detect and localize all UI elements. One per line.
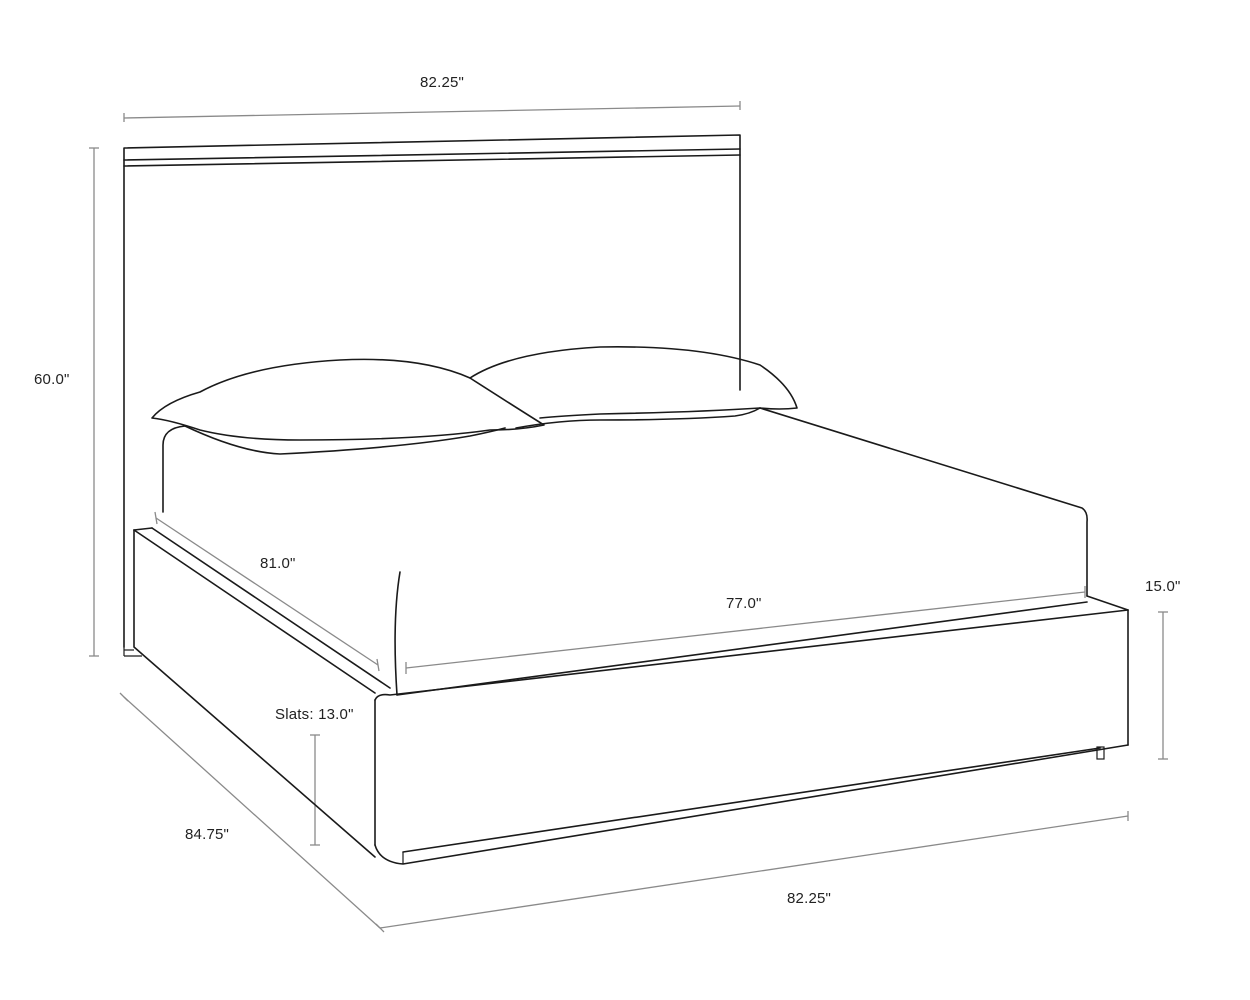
dimension-label-mattress-length: 81.0" (260, 555, 296, 572)
dimension-label-base-height: 15.0" (1145, 578, 1181, 595)
bed-base (124, 527, 1129, 865)
dimension-label-mattress-width: 77.0" (726, 595, 762, 612)
dimension-label-slat-height: Slats: 13.0" (275, 706, 354, 723)
pillows (151, 346, 798, 455)
mattress (162, 407, 1088, 696)
dimension-label-depth: 84.75" (185, 826, 230, 843)
headboard (123, 134, 741, 657)
dimension-lines (89, 101, 1168, 933)
dimension-label-width-top: 82.25" (420, 74, 465, 91)
dimension-label-height: 60.0" (34, 371, 70, 388)
dimension-label-width-bottom: 82.25" (787, 890, 832, 907)
